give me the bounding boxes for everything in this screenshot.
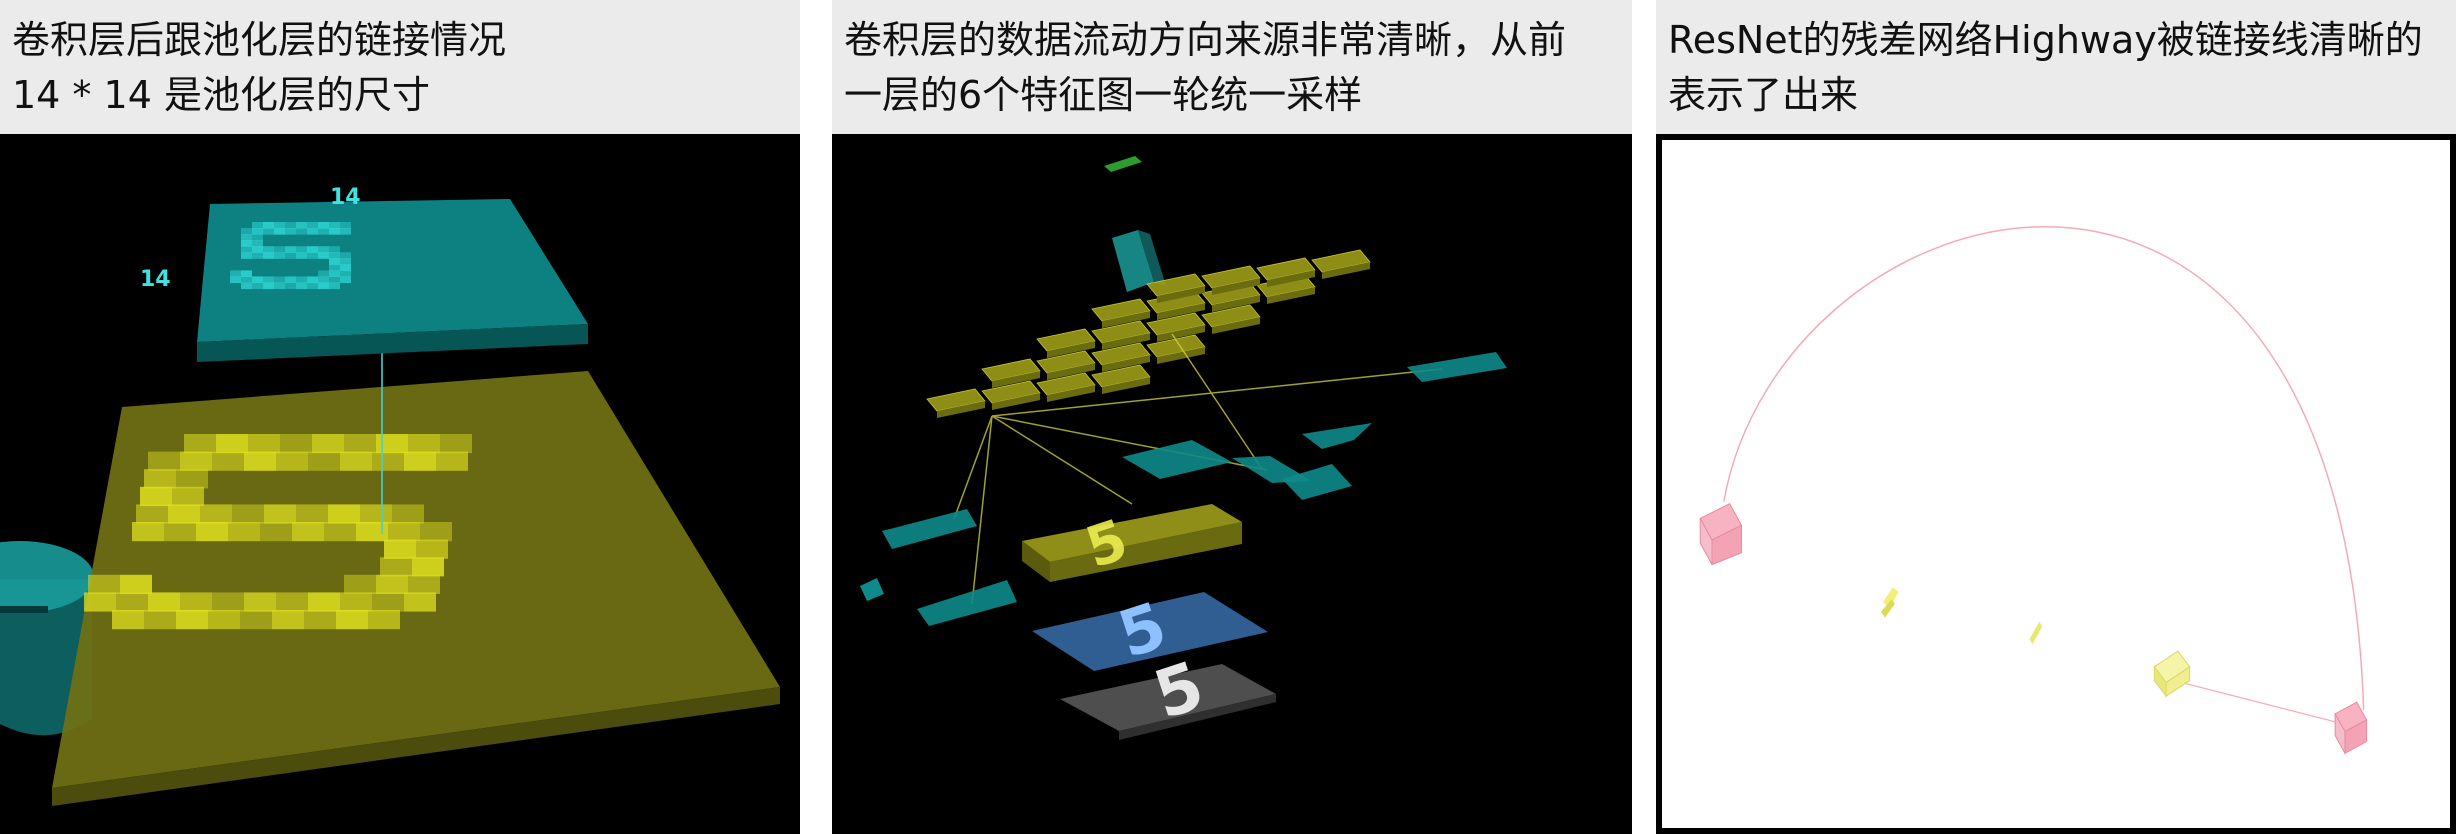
dimension-label-top: 14 bbox=[330, 185, 361, 210]
conv-feature-maps[interactable] bbox=[860, 352, 1507, 626]
resnet-scene[interactable] bbox=[1662, 140, 2450, 828]
caption-line-1: ResNet的残差网络Highway被链接线清晰的 bbox=[1668, 18, 2423, 62]
dense-layer-box[interactable] bbox=[1112, 230, 1166, 292]
panel-caption: ResNet的残差网络Highway被链接线清晰的 表示了出来 bbox=[1656, 0, 2456, 134]
normalized-input-layer[interactable]: 5 bbox=[1032, 589, 1268, 673]
panel-resnet: ResNet的残差网络Highway被链接线清晰的 表示了出来 bbox=[1656, 0, 2456, 834]
resnet-block-end[interactable] bbox=[2334, 701, 2368, 756]
residual-link-line bbox=[2173, 680, 2344, 725]
resnet-layer-1[interactable] bbox=[1881, 587, 1899, 618]
input-image-layer[interactable]: 5 bbox=[1060, 647, 1276, 740]
caption-line-2: 一层的6个特征图一轮统一采样 bbox=[844, 73, 1363, 117]
pool-layer-plane[interactable] bbox=[197, 199, 588, 362]
resnet-layer-2[interactable] bbox=[2029, 621, 2043, 645]
pool-feature-map-digit bbox=[230, 222, 351, 290]
caption-line-1: 卷积层后跟池化层的链接情况 bbox=[12, 18, 507, 62]
caption-line-2: 14 * 14 是池化层的尺寸 bbox=[12, 73, 430, 117]
panel-conv-dataflow: 卷积层的数据流动方向来源非常清晰，从前 一层的6个特征图一轮统一采样 bbox=[832, 0, 1632, 834]
conv-pool-scene[interactable]: 14 14 bbox=[0, 134, 800, 834]
conv-dataflow-scene[interactable]: 5 5 5 bbox=[832, 134, 1632, 834]
caption-line-2: 表示了出来 bbox=[1668, 73, 1859, 117]
panel-conv-pool: 卷积层后跟池化层的链接情况 14 * 14 是池化层的尺寸 bbox=[0, 0, 800, 834]
conv-layer-box[interactable]: 5 bbox=[1022, 504, 1242, 582]
highway-link-arc bbox=[1723, 226, 2365, 711]
panel-caption: 卷积层的数据流动方向来源非常清晰，从前 一层的6个特征图一轮统一采样 bbox=[832, 0, 1632, 134]
pooling-feature-maps[interactable] bbox=[926, 249, 1371, 418]
3d-viewport[interactable]: 5 5 5 bbox=[832, 134, 1632, 834]
resnet-layer-3[interactable] bbox=[2153, 650, 2191, 698]
3d-viewport[interactable]: 14 14 bbox=[0, 134, 800, 834]
caption-line-1: 卷积层的数据流动方向来源非常清晰，从前 bbox=[844, 18, 1567, 62]
output-layer[interactable] bbox=[1104, 156, 1142, 172]
3d-viewport[interactable] bbox=[1656, 134, 2456, 834]
resnet-block-start[interactable] bbox=[1699, 503, 1743, 566]
conv-feature-map-digit bbox=[84, 434, 472, 630]
dimension-label-side: 14 bbox=[140, 267, 171, 292]
conv-layer-plane[interactable] bbox=[52, 371, 780, 806]
panel-caption: 卷积层后跟池化层的链接情况 14 * 14 是池化层的尺寸 bbox=[0, 0, 800, 134]
